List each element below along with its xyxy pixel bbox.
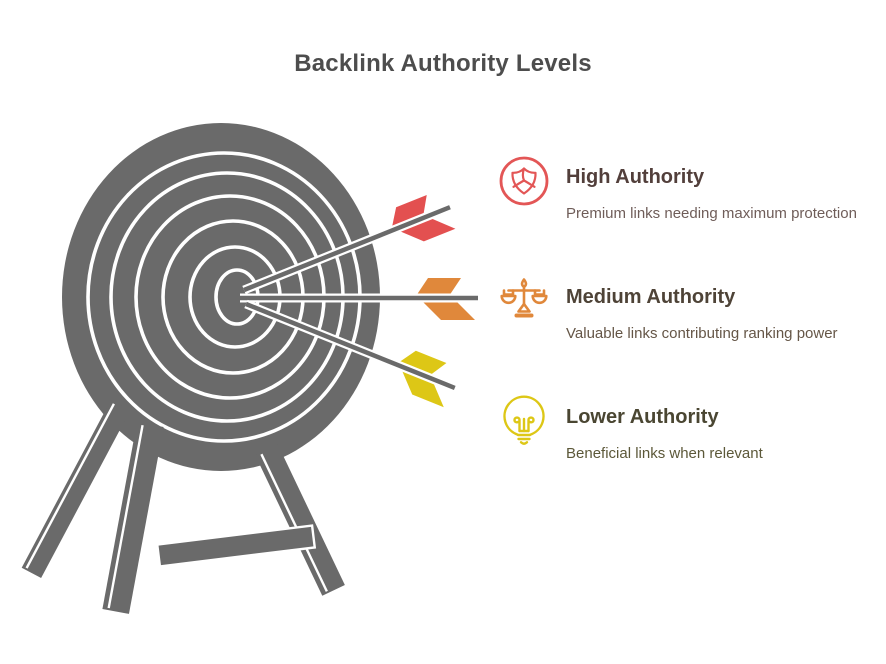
scales-icon (498, 275, 550, 327)
arrow-lower-authority (244, 299, 457, 408)
item-description: Valuable links contributing ranking powe… (566, 325, 838, 342)
item-heading: High Authority (566, 166, 705, 188)
list-item-lower-authority: Lower Authority Beneficial links when re… (498, 395, 878, 463)
list-item-high-authority: High Authority Premium links needing max… (498, 155, 878, 223)
shield-icon (498, 155, 550, 207)
item-heading: Lower Authority (566, 406, 719, 428)
page-title: Backlink Authority Levels (294, 50, 592, 77)
item-description: Beneficial links when relevant (566, 445, 763, 462)
item-description: Premium links needing maximum protection (566, 205, 857, 222)
arrow-medium-authority (240, 278, 478, 320)
lightbulb-icon (498, 395, 550, 447)
target-stand (21, 399, 345, 614)
item-heading: Medium Authority (566, 286, 736, 308)
list-item-medium-authority: Medium Authority Valuable links contribu… (498, 275, 878, 343)
arrow-high-authority (242, 194, 456, 295)
